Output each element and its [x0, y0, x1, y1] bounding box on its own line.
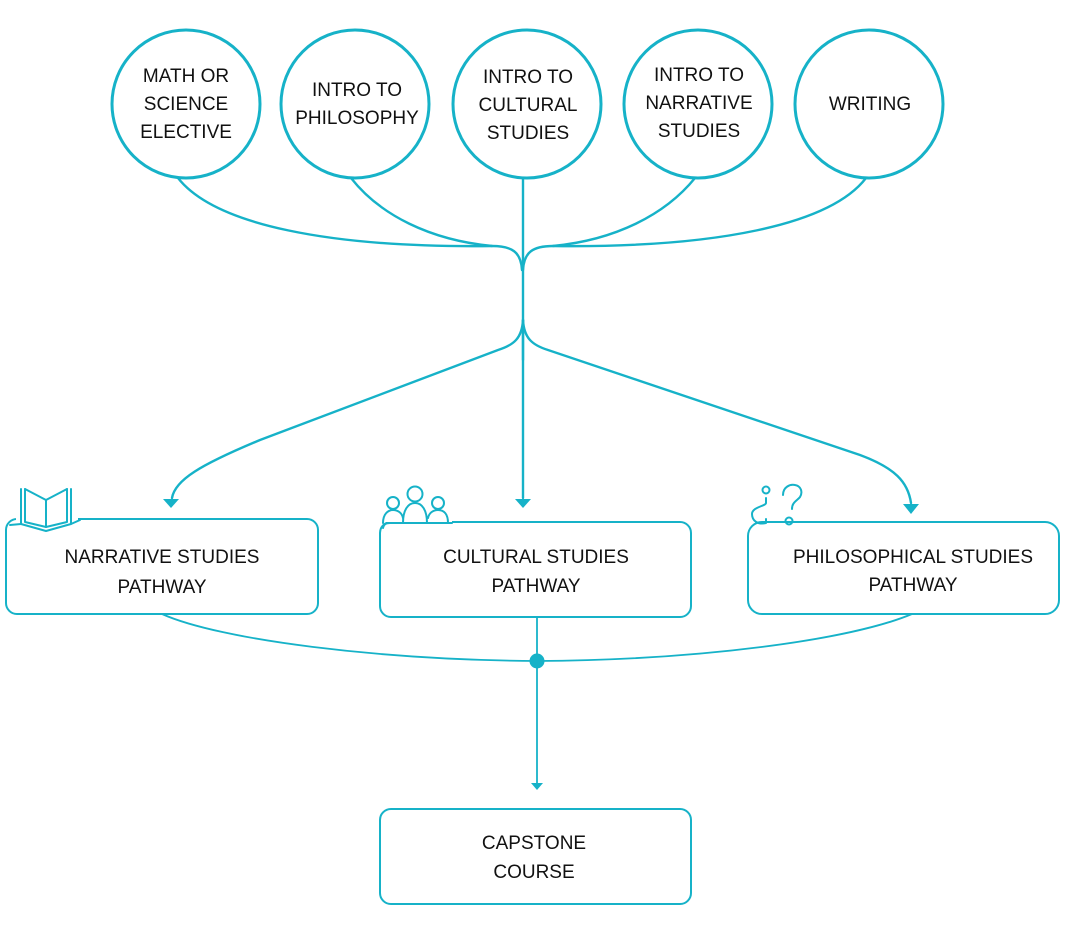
- course-writing[interactable]: WRITING: [793, 28, 945, 180]
- connector-philosophy: [349, 176, 494, 248]
- pathway-label-line: PHILOSOPHICAL STUDIES: [793, 547, 1033, 568]
- connector-narrative-to-merge: [161, 613, 538, 662]
- course-label-line: INTRO TO: [483, 67, 573, 88]
- course-label-line: PHILOSOPHY: [295, 108, 419, 129]
- course-label-line: SCIENCE: [144, 94, 228, 115]
- capstone-connectors: [161, 613, 913, 790]
- course-philosophy[interactable]: INTRO TO PHILOSOPHY: [279, 28, 431, 180]
- connector-math-science: [176, 176, 524, 272]
- capstone-label-line: COURSE: [493, 862, 574, 883]
- pathway-label-line: PATHWAY: [117, 577, 206, 598]
- arrowhead-capstone: [531, 783, 543, 790]
- pathway-narrative[interactable]: NARRATIVE STUDIES PATHWAY: [5, 487, 319, 615]
- pathway-box: [747, 521, 1060, 615]
- course-label-line: ELECTIVE: [140, 122, 232, 143]
- course-label-line: INTRO TO: [312, 80, 402, 101]
- course-math-science[interactable]: MATH OR SCIENCE ELECTIVE: [110, 28, 262, 180]
- course-label-line: CULTURAL: [479, 95, 578, 116]
- course-circle: [110, 28, 262, 180]
- pathway-label-line: NARRATIVE STUDIES: [65, 547, 260, 568]
- pathway-philosophical[interactable]: PHILOSOPHICAL STUDIES PATHWAY: [740, 480, 1060, 615]
- pathways: NARRATIVE STUDIES PATHWAY CULTURAL STUDI…: [5, 480, 1060, 618]
- people-group-icon: [382, 484, 453, 529]
- pathway-label-line: PATHWAY: [868, 575, 957, 596]
- capstone-box: [379, 808, 692, 905]
- connector-to-philosophical-pathway: [521, 318, 913, 505]
- capstone-course[interactable]: CAPSTONE COURSE: [379, 808, 692, 905]
- arrowhead-cultural: [515, 499, 531, 508]
- course-circle: [793, 28, 945, 180]
- question-marks-icon: [740, 480, 806, 526]
- arrowhead-narrative: [163, 499, 179, 508]
- course-circle: [279, 28, 431, 180]
- course-cultural[interactable]: INTRO TO CULTURAL STUDIES: [451, 28, 603, 180]
- pathway-connectors: [163, 318, 919, 514]
- connector-philosophical-to-merge: [536, 613, 913, 662]
- pathway-box: [5, 518, 319, 615]
- connector-narrative: [551, 176, 697, 248]
- intro-connectors: [176, 176, 868, 362]
- course-narrative[interactable]: INTRO TO NARRATIVE STUDIES: [622, 28, 774, 180]
- pathway-cultural[interactable]: CULTURAL STUDIES PATHWAY: [379, 484, 692, 618]
- course-label-line: STUDIES: [487, 123, 569, 144]
- connector-to-narrative-pathway: [170, 318, 525, 500]
- course-label-line: NARRATIVE: [645, 93, 752, 114]
- course-circle: [622, 28, 774, 180]
- pathway-label-line: PATHWAY: [491, 576, 580, 597]
- pathway-box: [379, 521, 692, 618]
- merge-node: [529, 653, 545, 669]
- intro-courses: MATH OR SCIENCE ELECTIVE INTRO TO PHILOS…: [110, 28, 945, 180]
- course-label-line: STUDIES: [658, 121, 740, 142]
- course-label-line: INTRO TO: [654, 65, 744, 86]
- course-circle: [451, 28, 603, 180]
- pathway-label-line: CULTURAL STUDIES: [443, 547, 629, 568]
- connector-writing: [521, 176, 868, 272]
- open-book-icon: [9, 487, 81, 532]
- capstone-label-line: CAPSTONE: [482, 833, 586, 854]
- course-label-line: MATH OR: [143, 66, 229, 87]
- arrowhead-philosophical: [903, 504, 919, 514]
- course-label-line: WRITING: [829, 94, 911, 115]
